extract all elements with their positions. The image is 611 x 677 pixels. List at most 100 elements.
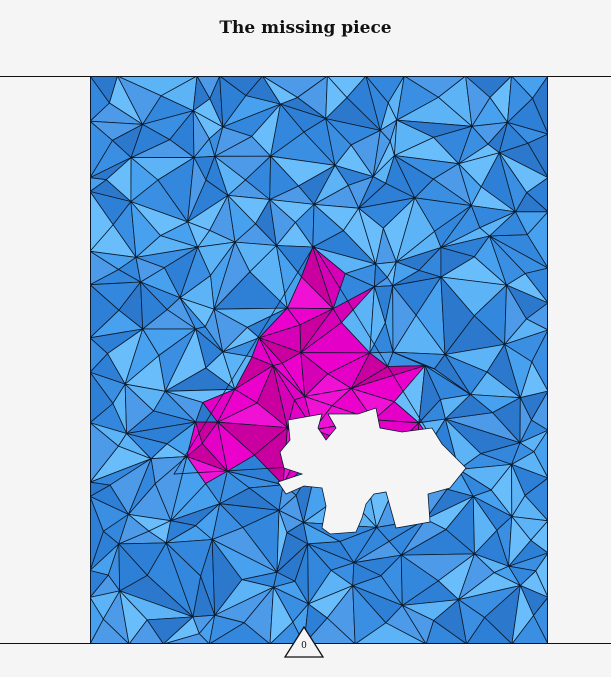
blue-tile	[275, 245, 302, 309]
blue-tile	[440, 205, 481, 248]
blue-tile	[164, 390, 204, 423]
magenta-tile	[350, 352, 388, 389]
blue-tile	[192, 110, 210, 158]
blue-tile	[458, 163, 482, 207]
blue-tile	[489, 211, 528, 237]
counter-triangle-icon	[283, 625, 325, 658]
blue-tile	[393, 119, 434, 156]
blue-tile	[508, 565, 537, 586]
blue-tile	[179, 246, 211, 299]
blue-tile	[117, 76, 162, 125]
blue-tile	[440, 247, 475, 278]
blue-tile	[124, 383, 154, 434]
blue-tile	[400, 554, 439, 606]
blue-tile	[273, 571, 296, 588]
blue-tile	[519, 397, 532, 444]
missing-piece-hole[interactable]	[277, 407, 467, 535]
blue-tile	[303, 603, 328, 644]
blue-tile	[392, 261, 420, 287]
blue-tile	[214, 155, 246, 196]
blue-tile	[358, 207, 384, 265]
blue-tile	[401, 605, 435, 644]
blue-tile	[90, 371, 114, 424]
blue-tile	[458, 125, 489, 165]
blue-tile	[504, 343, 533, 399]
triangle-tiles	[90, 76, 548, 644]
blue-tile	[219, 470, 250, 505]
magenta-tile	[300, 308, 342, 354]
blue-tile	[90, 120, 113, 179]
blue-tile	[164, 328, 207, 392]
blue-tile	[365, 76, 389, 131]
blue-tile	[192, 76, 211, 112]
blue-tile	[369, 286, 386, 354]
blue-tile	[392, 351, 435, 370]
blue-tile	[179, 297, 206, 330]
blue-tile	[211, 503, 244, 540]
blue-tile	[358, 176, 387, 209]
blue-tile	[270, 103, 305, 157]
blue-tile	[393, 155, 434, 199]
blue-tile	[213, 241, 251, 310]
blue-tile	[511, 442, 535, 465]
blue-tile	[165, 520, 196, 544]
blue-tile	[135, 256, 165, 283]
blue-tile	[444, 394, 493, 420]
blue-tile	[118, 543, 148, 592]
blue-tile	[90, 495, 104, 571]
blue-tile	[325, 118, 352, 166]
blue-tile	[440, 276, 475, 355]
blue-tile	[119, 590, 148, 644]
blue-tile	[395, 197, 435, 263]
blue-tile	[90, 76, 110, 122]
blue-tile	[90, 191, 114, 252]
blue-tile	[211, 539, 243, 616]
blue-tile	[90, 337, 108, 373]
blue-tile	[227, 195, 256, 243]
puzzle-title: The missing piece	[219, 18, 392, 38]
blue-tile	[465, 76, 491, 127]
blue-tile	[511, 463, 526, 517]
blue-tile	[400, 518, 447, 556]
blue-tile	[511, 585, 534, 644]
blue-tile	[124, 328, 160, 385]
blue-tile	[118, 513, 150, 545]
blue-tile	[504, 284, 527, 345]
blue-tile	[126, 433, 168, 460]
blue-tile	[325, 76, 348, 119]
blue-tile	[128, 458, 156, 515]
blue-tile	[489, 235, 526, 286]
blue-tile	[208, 614, 245, 644]
blue-tile	[90, 422, 119, 483]
blue-tile	[163, 616, 200, 644]
blue-tile	[508, 516, 532, 567]
blue-tile	[352, 562, 382, 587]
blue-tile	[219, 76, 247, 128]
magenta-tile	[312, 246, 346, 310]
magenta-tile	[217, 421, 255, 472]
blue-tile	[269, 155, 299, 200]
blue-tile	[352, 585, 387, 644]
blue-tile	[90, 284, 120, 339]
blue-tile	[458, 599, 486, 644]
blue-tile	[90, 597, 104, 644]
blue-tile	[140, 281, 168, 330]
blue-tile	[312, 203, 344, 248]
blue-tile	[373, 263, 388, 288]
blue-tile	[418, 365, 441, 424]
blue-tile	[302, 522, 341, 545]
blue-tile	[130, 124, 171, 158]
magenta-tile	[300, 352, 329, 397]
blue-tile	[444, 354, 488, 395]
magenta-tile	[272, 365, 295, 429]
blue-tile	[90, 481, 111, 497]
blue-tile	[458, 469, 492, 497]
blue-tile	[353, 526, 390, 564]
magenta-tile	[258, 337, 283, 366]
blue-tile	[213, 308, 248, 353]
blue-tile	[90, 177, 107, 192]
blue-tile	[507, 76, 533, 123]
blue-tile	[307, 543, 332, 605]
blue-tile	[372, 130, 391, 177]
puzzle-board[interactable]	[90, 76, 548, 644]
